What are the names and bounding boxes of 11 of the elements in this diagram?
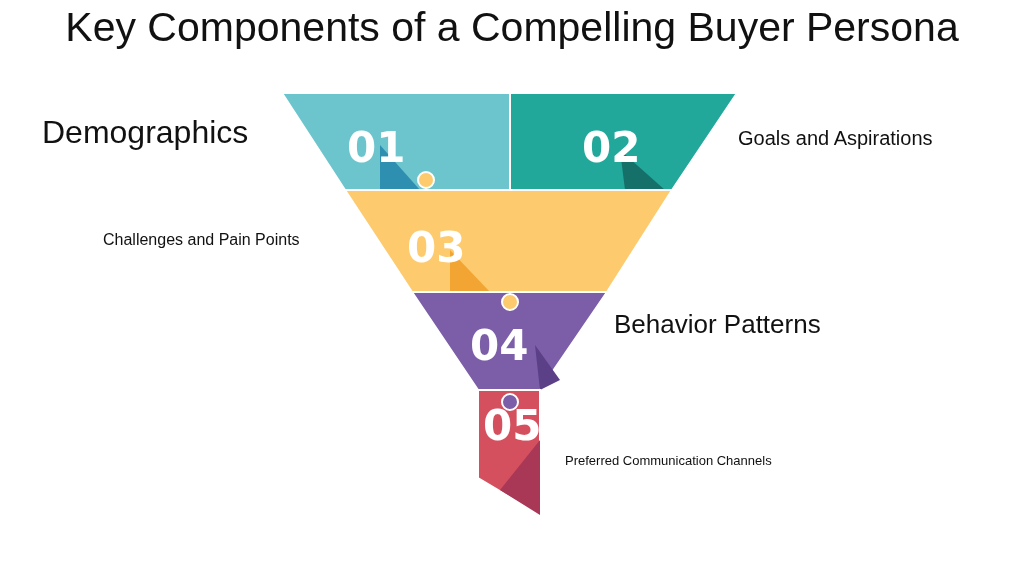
title: Key Components of a Compelling Buyer Persona: [64, 4, 960, 51]
step-number: 05: [483, 405, 542, 447]
step-number: 01: [347, 127, 406, 169]
section-label: Goals and Aspirations: [738, 128, 933, 148]
section-label: Preferred Communication Channels: [565, 453, 772, 467]
section-label: Behavior Patterns: [614, 311, 821, 337]
section-label: Demographics: [42, 116, 249, 148]
step-number: 02: [582, 127, 641, 169]
section-label: Challenges and Pain Points: [103, 232, 300, 248]
step-number: 04: [470, 325, 529, 367]
step-number: 03: [407, 227, 466, 269]
